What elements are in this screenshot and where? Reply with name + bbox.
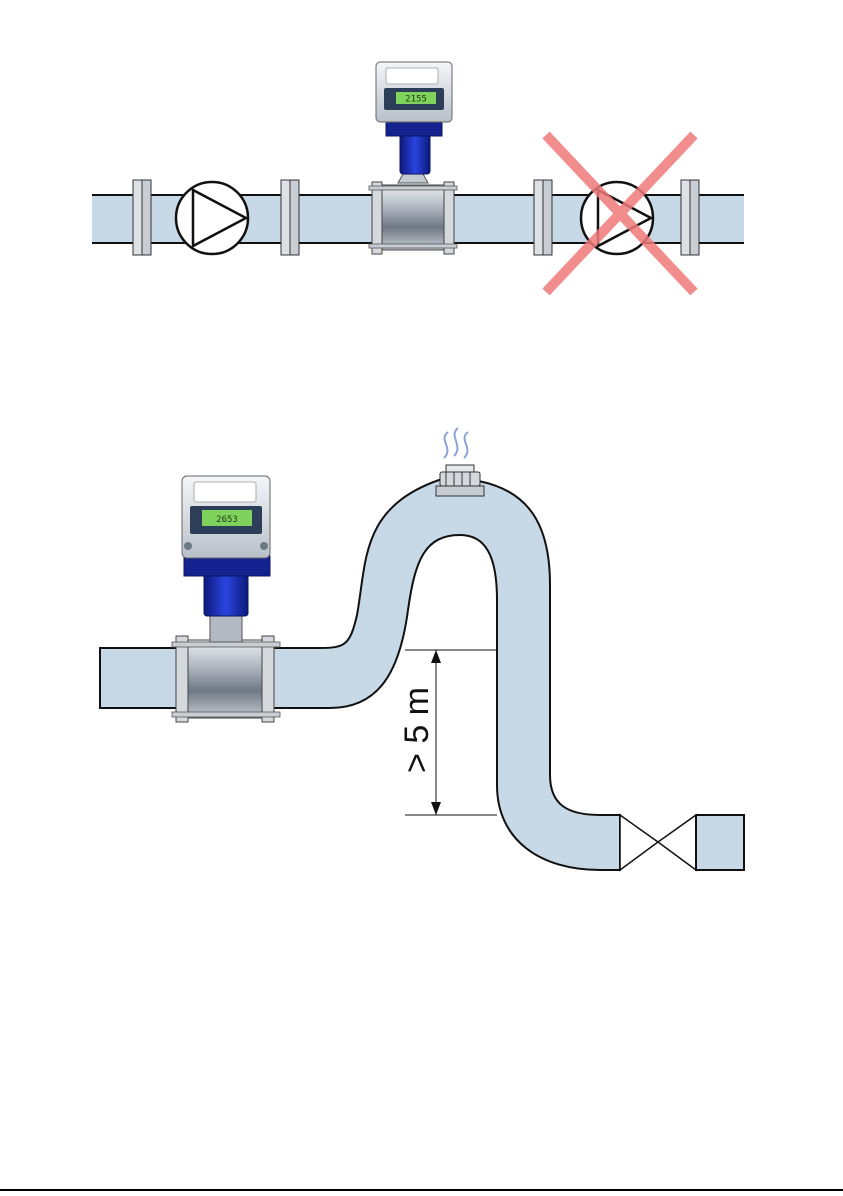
gate-valve-icon: [620, 815, 696, 870]
top-lcd-value: 2155: [405, 95, 427, 105]
bottom-lcd-value: 2653: [216, 515, 238, 525]
top-flange-1: [133, 180, 151, 255]
bottom-flow-sensor: [172, 636, 280, 722]
top-flange-3: [534, 180, 552, 255]
top-flange-2: [281, 180, 299, 255]
bottom-transmitter: 2653: [182, 476, 270, 642]
top-transmitter: 2155: [376, 62, 452, 183]
top-diagram: 2155: [92, 62, 744, 292]
pump-icon: [176, 182, 248, 254]
downstream-pipe: [696, 815, 744, 870]
top-flange-4: [681, 180, 699, 255]
air-vent-valve-icon: [436, 428, 484, 496]
bottom-diagram: 2653 > 5 m: [100, 428, 744, 870]
top-flow-sensor: [369, 182, 457, 254]
height-dimension: > 5 m: [398, 650, 497, 815]
height-dimension-label: > 5 m: [398, 687, 436, 773]
